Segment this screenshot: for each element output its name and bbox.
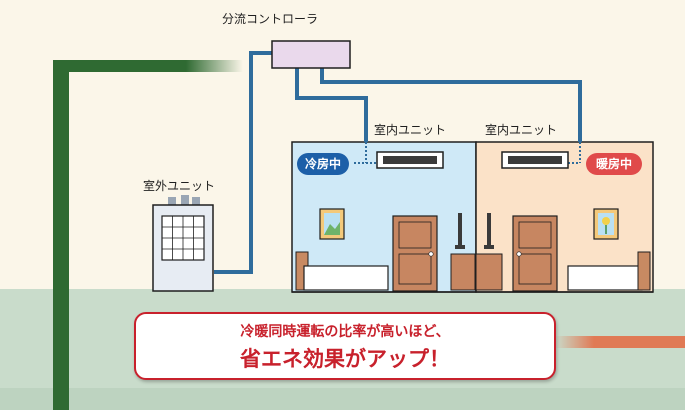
outdoor-unit bbox=[152, 195, 214, 292]
callout-line-1: 冷暖同時運転の比率が高いほど、 bbox=[240, 324, 450, 340]
cool-room-tv bbox=[450, 213, 476, 291]
indoor-unit-right-vent bbox=[508, 156, 562, 164]
indoor-unit-left-label: 室内ユニット bbox=[374, 123, 447, 137]
cooling-badge: 冷房中 bbox=[297, 153, 349, 175]
refrigerant-pipes bbox=[214, 51, 582, 274]
indoor-unit-left-vent bbox=[383, 156, 437, 164]
outdoor-unit-label: 室外ユニット bbox=[143, 179, 216, 193]
cool-room-picture bbox=[319, 208, 345, 240]
controller-label: 分流コントローラ bbox=[222, 12, 319, 26]
energy-saving-callout: 冷暖同時運転の比率が高いほど、 省エネ効果がアップ！ bbox=[134, 312, 556, 380]
callout-line-2: 省エネ効果がアップ！ bbox=[240, 347, 450, 371]
ground-band-bottom bbox=[0, 388, 685, 410]
cool-room-door bbox=[392, 215, 438, 292]
pillar-vertical bbox=[53, 60, 69, 410]
warm-room-bed bbox=[567, 251, 651, 291]
warm-room-door bbox=[512, 215, 558, 292]
roof-edge-right bbox=[555, 336, 685, 348]
warm-room-picture bbox=[593, 208, 619, 240]
cool-room-bed bbox=[295, 251, 389, 291]
warm-room-tv bbox=[475, 213, 503, 291]
branch-controller-box bbox=[271, 40, 351, 69]
heating-badge: 暖房中 bbox=[586, 153, 642, 175]
pillar-top bbox=[53, 60, 243, 72]
indoor-unit-right-label: 室内ユニット bbox=[485, 123, 558, 137]
